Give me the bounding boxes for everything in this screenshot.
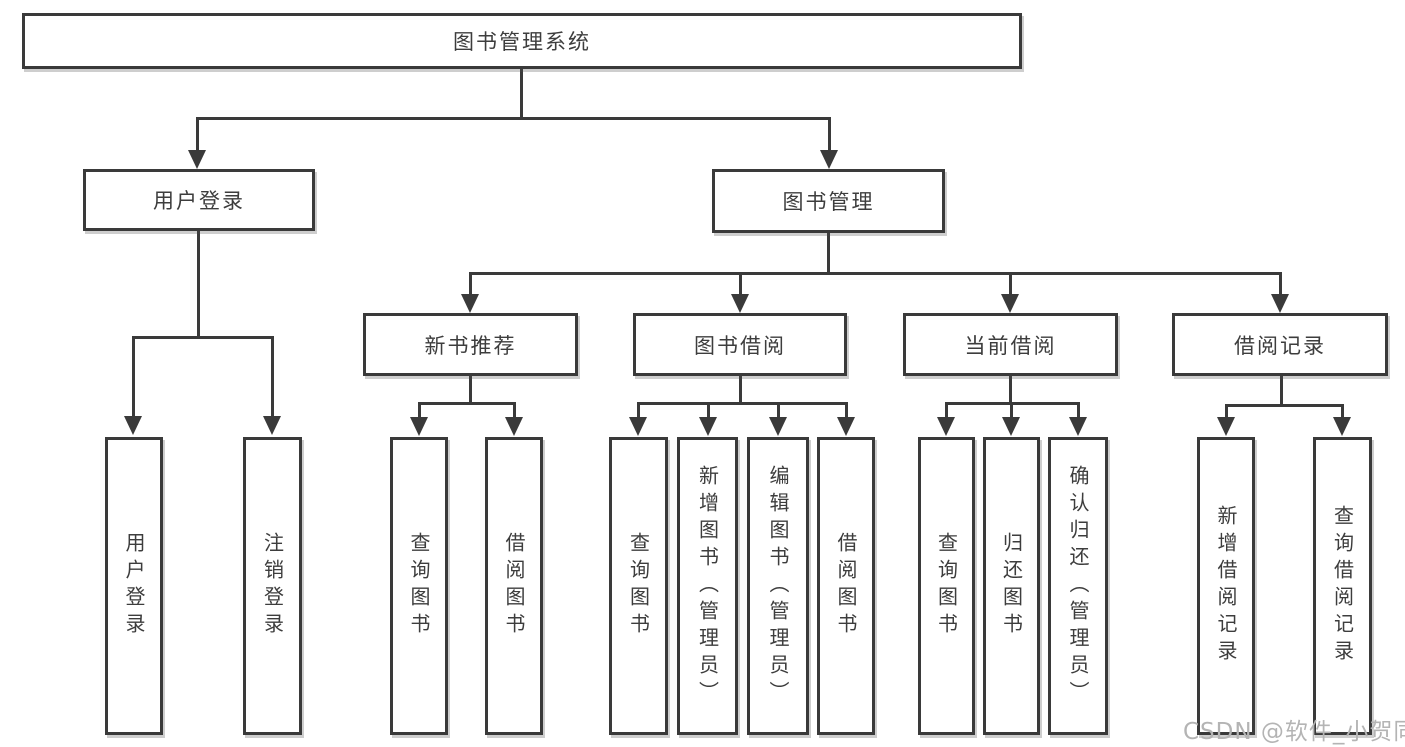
connector-line xyxy=(827,233,830,274)
connector-line xyxy=(1010,402,1013,419)
leaf-edit-book-admin-label: 编辑图书（管理员） xyxy=(766,464,790,708)
node-user-login-label: 用户登录 xyxy=(153,189,245,213)
node-book-borrowing: 图书借阅 xyxy=(633,313,847,376)
node-new-book-recommend-label: 新书推荐 xyxy=(424,333,517,358)
node-root-library-system: 图书管理系统 xyxy=(22,13,1022,69)
leaf-borrow-books-recommend-label: 借阅图书 xyxy=(502,532,526,640)
connector-line xyxy=(469,272,472,296)
arrowhead xyxy=(731,294,749,313)
node-current-borrowing: 当前借阅 xyxy=(903,313,1118,376)
connector-line xyxy=(845,402,848,419)
node-book-management-label: 图书管理 xyxy=(782,190,875,214)
leaf-query-books-current-label: 查询图书 xyxy=(934,532,959,640)
arrowhead xyxy=(461,294,479,313)
leaf-query-books-recommend: 查询图书 xyxy=(390,437,448,735)
leaf-query-books-borrowing: 查询图书 xyxy=(609,437,668,735)
leaf-query-borrow-record: 查询借阅记录 xyxy=(1313,437,1372,735)
arrowhead xyxy=(699,417,717,436)
node-new-book-recommend: 新书推荐 xyxy=(363,313,578,376)
leaf-add-book-admin: 新增图书（管理员） xyxy=(677,437,738,735)
leaf-edit-book-admin: 编辑图书（管理员） xyxy=(747,437,809,735)
leaf-borrow-books-recommend: 借阅图书 xyxy=(485,437,543,735)
arrowhead xyxy=(837,417,855,436)
connector-line xyxy=(132,336,135,417)
leaf-borrow-books-label: 借阅图书 xyxy=(834,532,858,640)
arrowhead xyxy=(937,417,955,436)
leaf-confirm-return-admin: 确认归还（管理员） xyxy=(1048,437,1108,735)
arrowhead xyxy=(263,416,281,435)
leaf-borrow-books: 借阅图书 xyxy=(817,437,875,735)
connector-line xyxy=(469,272,1282,275)
connector-line xyxy=(1225,404,1228,419)
leaf-add-borrow-record: 新增借阅记录 xyxy=(1197,437,1255,735)
leaf-query-books-recommend-label: 查询图书 xyxy=(407,532,431,640)
leaf-return-book: 归还图书 xyxy=(983,437,1040,735)
connector-line xyxy=(707,402,710,419)
leaf-user-login: 用户登录 xyxy=(105,437,163,735)
arrowhead xyxy=(188,150,206,169)
leaf-query-books-current: 查询图书 xyxy=(918,437,975,735)
leaf-add-borrow-record-label: 新增借阅记录 xyxy=(1214,505,1238,667)
connector-line xyxy=(1009,272,1012,296)
connector-line xyxy=(1077,402,1080,419)
csdn-watermark: CSDN @软件_小贺同学 xyxy=(1183,719,1405,745)
connector-line xyxy=(1225,404,1343,407)
arrowhead xyxy=(1002,417,1020,436)
leaf-query-books-borrowing-label: 查询图书 xyxy=(626,532,651,640)
connector-line xyxy=(513,402,516,419)
connector-line xyxy=(418,402,516,405)
node-book-management: 图书管理 xyxy=(712,169,945,233)
connector-line xyxy=(1341,404,1344,419)
node-user-login: 用户登录 xyxy=(83,169,315,231)
connector-line xyxy=(271,336,274,417)
leaf-add-book-admin-label: 新增图书（管理员） xyxy=(695,464,720,708)
leaf-logout: 注销登录 xyxy=(243,437,302,735)
node-borrow-records: 借阅记录 xyxy=(1172,313,1388,376)
connector-line xyxy=(196,117,830,120)
arrowhead xyxy=(124,416,142,435)
arrowhead xyxy=(1271,294,1289,313)
arrowhead xyxy=(820,150,838,169)
connector-line xyxy=(637,402,847,405)
connector-line xyxy=(197,231,200,339)
arrowhead xyxy=(769,417,787,436)
connector-line xyxy=(1279,272,1282,296)
node-root-label: 图书管理系统 xyxy=(453,30,591,54)
leaf-user-login-label: 用户登录 xyxy=(122,532,146,640)
connector-line xyxy=(520,69,523,118)
node-current-borrowing-label: 当前借阅 xyxy=(964,333,1057,358)
connector-line xyxy=(1009,376,1012,404)
leaf-return-book-label: 归还图书 xyxy=(999,532,1024,640)
connector-line xyxy=(132,336,274,339)
arrowhead xyxy=(505,417,523,436)
leaf-query-borrow-record-label: 查询借阅记录 xyxy=(1330,505,1355,667)
arrowhead xyxy=(1001,294,1019,313)
connector-line xyxy=(469,376,472,404)
connector-line xyxy=(196,117,199,152)
leaf-logout-label: 注销登录 xyxy=(260,532,285,640)
node-book-borrowing-label: 图书借阅 xyxy=(694,333,786,358)
arrowhead xyxy=(629,417,647,436)
connector-line xyxy=(418,402,421,419)
arrowhead xyxy=(1069,417,1087,436)
connector-line xyxy=(739,272,742,296)
arrowhead xyxy=(1333,417,1351,436)
arrowhead xyxy=(1217,417,1235,436)
connector-line xyxy=(739,376,742,404)
connector-line xyxy=(637,402,640,419)
node-borrow-records-label: 借阅记录 xyxy=(1234,333,1326,358)
connector-line xyxy=(777,402,780,419)
connector-line xyxy=(1280,376,1283,406)
connector-line xyxy=(945,402,948,419)
connector-line xyxy=(828,117,831,152)
arrowhead xyxy=(410,417,428,436)
leaf-confirm-return-admin-label: 确认归还（管理员） xyxy=(1066,464,1090,708)
